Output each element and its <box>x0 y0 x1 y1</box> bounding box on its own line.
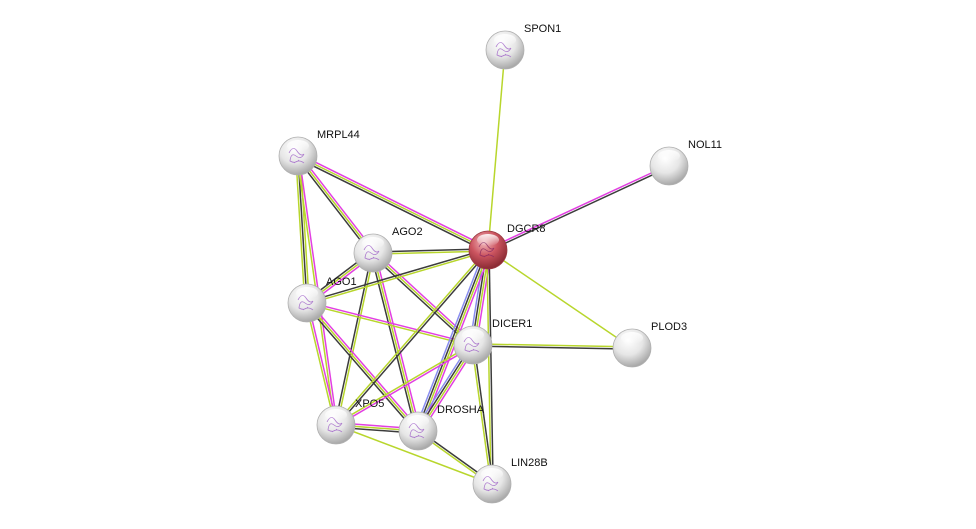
node-mrpl44[interactable]: MRPL44 <box>278 129 360 176</box>
node-lin28b[interactable]: LIN28B <box>472 457 548 504</box>
edge-line-coexpression <box>297 155 308 304</box>
node-label: AGO2 <box>392 226 423 238</box>
edge-line-coexpression <box>304 303 417 433</box>
node-label: SPON1 <box>524 23 561 35</box>
edge-line-textmining <box>471 345 492 485</box>
edge-line-coexpression <box>295 156 372 255</box>
edge-line-experiments <box>307 302 338 425</box>
edge-ago1-dicer1[interactable] <box>306 301 474 347</box>
edge-mrpl44-ago1[interactable] <box>295 155 310 304</box>
node-xpo5[interactable]: XPO5 <box>316 398 384 445</box>
edge-line-textmining <box>297 155 489 251</box>
node-ago2[interactable]: AGO2 <box>353 226 423 273</box>
edge-line-coexpression <box>336 250 490 427</box>
edge-line-textmining <box>486 250 492 485</box>
node-label: DGCR8 <box>507 223 546 235</box>
node-label: MRPL44 <box>317 129 360 141</box>
edge-ago1-drosha[interactable] <box>304 301 421 433</box>
edge-mrpl44-ago2[interactable] <box>295 154 376 255</box>
node-highlight <box>325 409 347 421</box>
edge-line-experiments <box>307 301 474 345</box>
edge-line-coexpression <box>334 252 373 425</box>
node-spon1[interactable]: SPON1 <box>485 23 561 70</box>
edge-line-database <box>414 248 486 431</box>
node-label: NOL11 <box>688 139 722 151</box>
node-label: DROSHA <box>437 404 485 416</box>
node-label: AGO1 <box>326 276 357 288</box>
node-label: PLOD3 <box>651 321 687 333</box>
edge-line-coexpression <box>296 157 488 253</box>
node-highlight <box>621 332 643 344</box>
edge-dicer1-lin28b[interactable] <box>471 344 494 485</box>
edge-line-textmining <box>299 155 310 303</box>
edge-mrpl44-dgcr8[interactable] <box>296 153 490 253</box>
edge-line-textmining <box>295 156 306 304</box>
edge-line-textmining <box>297 155 374 254</box>
node-label: XPO5 <box>355 398 384 410</box>
node-highlight <box>494 34 516 46</box>
edge-line-textmining <box>335 343 473 425</box>
edge-line-coexpression <box>488 249 494 484</box>
node-highlight <box>658 150 680 162</box>
node-dicer1[interactable]: DICER1 <box>453 318 532 365</box>
edge-line-coexpression <box>473 344 494 484</box>
node-drosha[interactable]: DROSHA <box>398 404 485 451</box>
edge-line-coexpression <box>472 345 632 350</box>
node-nol11[interactable]: NOL11 <box>649 139 722 186</box>
edge-ago1-xpo5[interactable] <box>305 302 338 426</box>
edge-line-experiments <box>298 153 490 249</box>
edge-line-coexpression <box>416 249 488 431</box>
node-label: LIN28B <box>511 457 548 469</box>
edge-nol11-dgcr8[interactable] <box>487 164 670 252</box>
node-highlight <box>407 415 429 427</box>
edge-line-textmining <box>487 249 633 349</box>
edge-ago1-dgcr8[interactable] <box>306 248 489 305</box>
edge-dgcr8-xpo5[interactable] <box>334 248 490 427</box>
node-highlight <box>462 329 484 341</box>
edge-line-experiments <box>487 164 669 250</box>
node-highlight <box>287 140 309 152</box>
edge-xpo5-lin28b[interactable] <box>335 424 493 485</box>
edge-line-textmining <box>306 303 473 347</box>
node-highlight <box>477 234 499 246</box>
edge-line-textmining <box>334 248 488 425</box>
edge-spon1-dgcr8[interactable] <box>487 49 506 251</box>
node-highlight <box>296 287 318 299</box>
node-label: DICER1 <box>492 318 532 330</box>
edge-line-textmining <box>307 250 489 305</box>
node-highlight <box>481 468 503 480</box>
edge-line-textmining <box>473 343 633 348</box>
edge-plod3-dgcr8[interactable] <box>487 249 633 349</box>
edge-line-coexpression <box>306 248 488 303</box>
edge-line-experiments <box>299 154 376 253</box>
node-dgcr8[interactable]: DGCR8 <box>468 223 546 270</box>
node-plod3[interactable]: PLOD3 <box>612 321 687 368</box>
edge-line-textmining <box>487 49 506 251</box>
edge-line-textmining <box>336 253 375 426</box>
edge-line-textmining <box>306 302 419 432</box>
edge-ago2-xpo5[interactable] <box>334 252 375 426</box>
node-ago1[interactable]: AGO1 <box>287 276 357 323</box>
edges-layer <box>295 49 670 486</box>
edge-line-textmining <box>305 303 336 426</box>
edge-dgcr8-lin28b[interactable] <box>486 249 494 485</box>
edge-line-experiments <box>373 250 475 344</box>
edge-line-experiments <box>308 301 421 431</box>
edge-line-textmining <box>418 250 490 432</box>
edge-line-textmining <box>335 424 493 485</box>
edge-line-experiments <box>336 345 474 427</box>
node-highlight <box>362 237 384 249</box>
edge-dicer1-xpo5[interactable] <box>335 343 474 427</box>
edge-plod3-dicer1[interactable] <box>472 343 633 350</box>
edge-line-coexpression <box>488 166 670 252</box>
